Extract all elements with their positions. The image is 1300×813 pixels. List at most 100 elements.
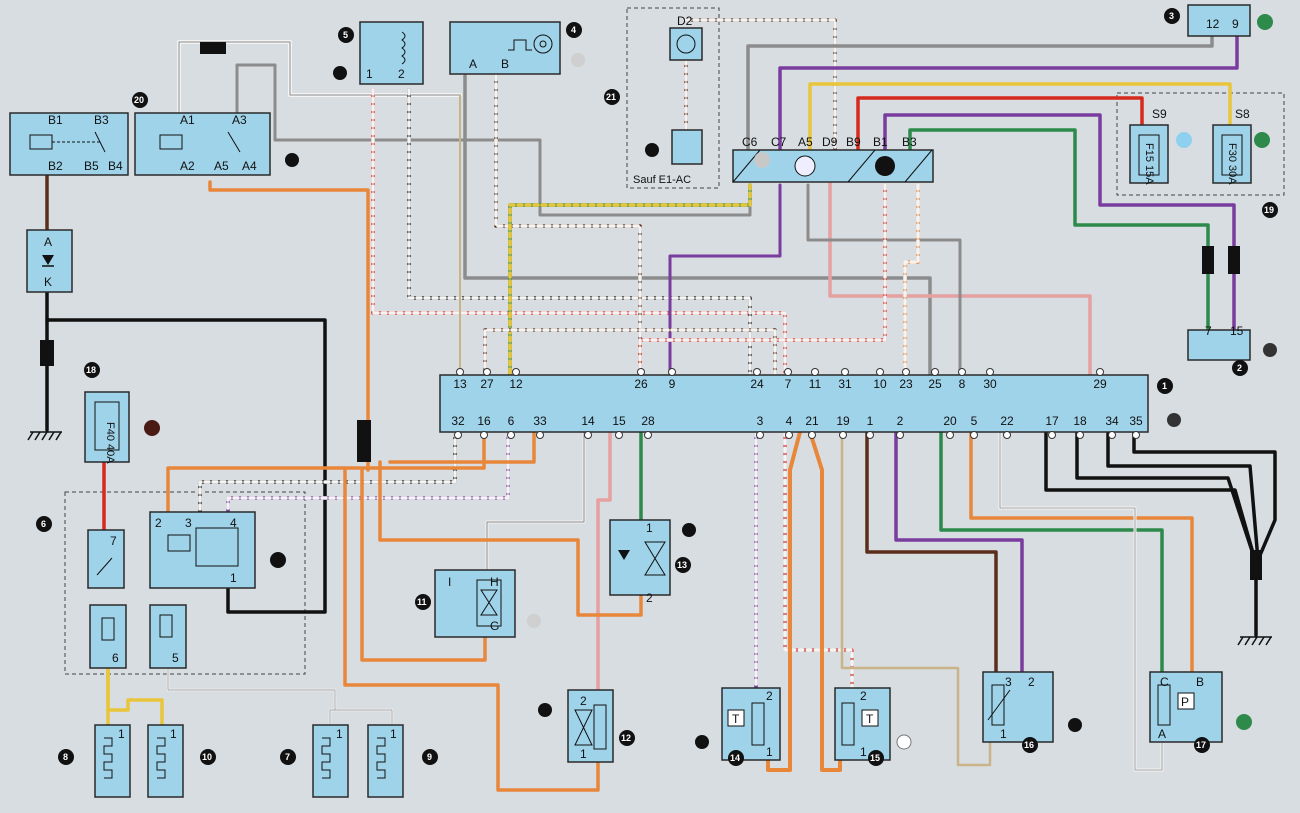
wire-b3-stripe [903, 183, 920, 377]
heater-10-coil [156, 737, 166, 779]
badge-3: 3 [1164, 8, 1180, 24]
comp-3: 12 9 [1187, 4, 1251, 37]
comp-17: P C B A [1149, 671, 1223, 743]
svg-text:1: 1 [1162, 381, 1167, 391]
comp-14: T 2 1 [721, 687, 781, 761]
diode-pin-k: K [44, 275, 52, 289]
svg-text:4: 4 [571, 25, 576, 35]
ecu-pin-label: 1 [867, 414, 874, 428]
connector-19-pin: C6 [742, 135, 758, 149]
badge-6: 6 [36, 516, 52, 532]
comp-13-diode [618, 550, 630, 560]
color-dots [144, 14, 1277, 750]
comp-17-pin: B [1196, 675, 1204, 689]
relay-20-pin: A5 [214, 159, 229, 173]
ecu-pin-label: 34 [1105, 414, 1119, 428]
ecu-pin-label: 18 [1073, 414, 1087, 428]
ecu-pin-terminal [456, 368, 464, 376]
connector-19-pin: B9 [846, 135, 861, 149]
wire-20-a2 [208, 180, 370, 472]
heater-9: 1 [367, 724, 404, 798]
comp-4-sensor [508, 39, 532, 51]
ecu-pin-label: 22 [1000, 414, 1014, 428]
svg-text:8: 8 [63, 752, 68, 762]
ecu-pin-terminal [1108, 431, 1116, 439]
wire-3-grey [746, 34, 1214, 152]
fuse-18: F40 40A [84, 391, 130, 464]
wire-18-ground [1075, 430, 1257, 562]
relay-20-pin: B3 [94, 113, 109, 127]
ecu-pin-label: 15 [612, 414, 626, 428]
ecu-pin-terminal [902, 368, 910, 376]
fuse-s8-name: S8 [1235, 107, 1250, 121]
svg-text:9: 9 [427, 752, 432, 762]
relay-20-pin: B2 [48, 159, 63, 173]
badge-9: 9 [422, 749, 438, 765]
ecu-pin-terminal [841, 368, 849, 376]
wires [45, 18, 1277, 792]
svg-text:16: 16 [1024, 740, 1034, 750]
ecu-pin-terminal [1048, 431, 1056, 439]
wire-black-loop [45, 318, 327, 614]
ground-symbol-left [27, 431, 62, 441]
comp-17-resistor [1157, 684, 1171, 726]
wire-b1-stripe [638, 183, 887, 377]
wire-6-stripe [226, 430, 510, 514]
comp-12-valve-symbol [574, 709, 593, 746]
fuse-s9: S9 F15 15A [1129, 107, 1169, 185]
fuse-s8-element [1221, 134, 1243, 176]
wire-21-orange [766, 430, 802, 772]
ecu-pin-label: 11 [809, 377, 822, 391]
comp-4-box [449, 21, 561, 75]
inline-connector-diode [40, 340, 54, 366]
ecu-pin-label: 13 [453, 377, 467, 391]
color-dot-black [285, 153, 299, 167]
wire-3-violet [778, 34, 1239, 152]
comp-5-box [359, 21, 424, 85]
ecu-pin-terminal [896, 431, 904, 439]
comp-14-resistor [751, 702, 765, 746]
relay-20-pin: A3 [232, 113, 247, 127]
ecu-pin-terminal [839, 431, 847, 439]
connector-19-pin: B1 [873, 135, 888, 149]
color-dot-black [645, 143, 659, 157]
comp-13: 1 2 [609, 519, 671, 605]
wire-green-2 [908, 128, 1210, 332]
comp-21: D2 Sauf E1-AC [633, 14, 703, 186]
diode-pin-a: A [44, 235, 52, 249]
relay-20-pin: B4 [108, 159, 123, 173]
ecu-pin-label: 9 [669, 377, 676, 391]
wire-orange-12 [343, 468, 600, 792]
comp-12-pin: 1 [580, 747, 587, 761]
wire-20-a1-outline [178, 41, 461, 114]
svg-text:17: 17 [1196, 740, 1206, 750]
ecu-pin-label: 5 [971, 414, 978, 428]
comp-4-pin: A [469, 57, 477, 71]
ecu-pin-label: 4 [786, 414, 793, 428]
comp-21-bottom [671, 129, 703, 165]
comp-13-valve-symbol [644, 541, 666, 576]
comp-14-pin: 1 [766, 745, 773, 759]
comp-16-box [982, 671, 1054, 743]
wire-34-ground [1106, 430, 1260, 562]
comp-12: 2 1 [567, 689, 614, 763]
heater-7-coil [321, 737, 331, 779]
wire-16 [166, 430, 486, 514]
comp-14-t-box [727, 709, 745, 727]
svg-text:7: 7 [285, 752, 290, 762]
badge-19: 19 [1262, 202, 1278, 218]
svg-text:20: 20 [134, 95, 144, 105]
ecu-pin-terminal [876, 368, 884, 376]
svg-text:13: 13 [677, 560, 687, 570]
heater-7-pin: 1 [336, 727, 343, 741]
fuse-s9-name: S9 [1152, 107, 1167, 121]
wire-orange-loop [360, 468, 487, 662]
fuse-18-element [94, 401, 120, 451]
svg-text:10: 10 [202, 752, 212, 762]
ecu-pin-label: 20 [943, 414, 957, 428]
connector-19-port [875, 156, 895, 176]
svg-text:11: 11 [417, 597, 427, 607]
connector-19-pin: B3 [902, 135, 917, 149]
heater-8-pin: 1 [118, 727, 125, 741]
